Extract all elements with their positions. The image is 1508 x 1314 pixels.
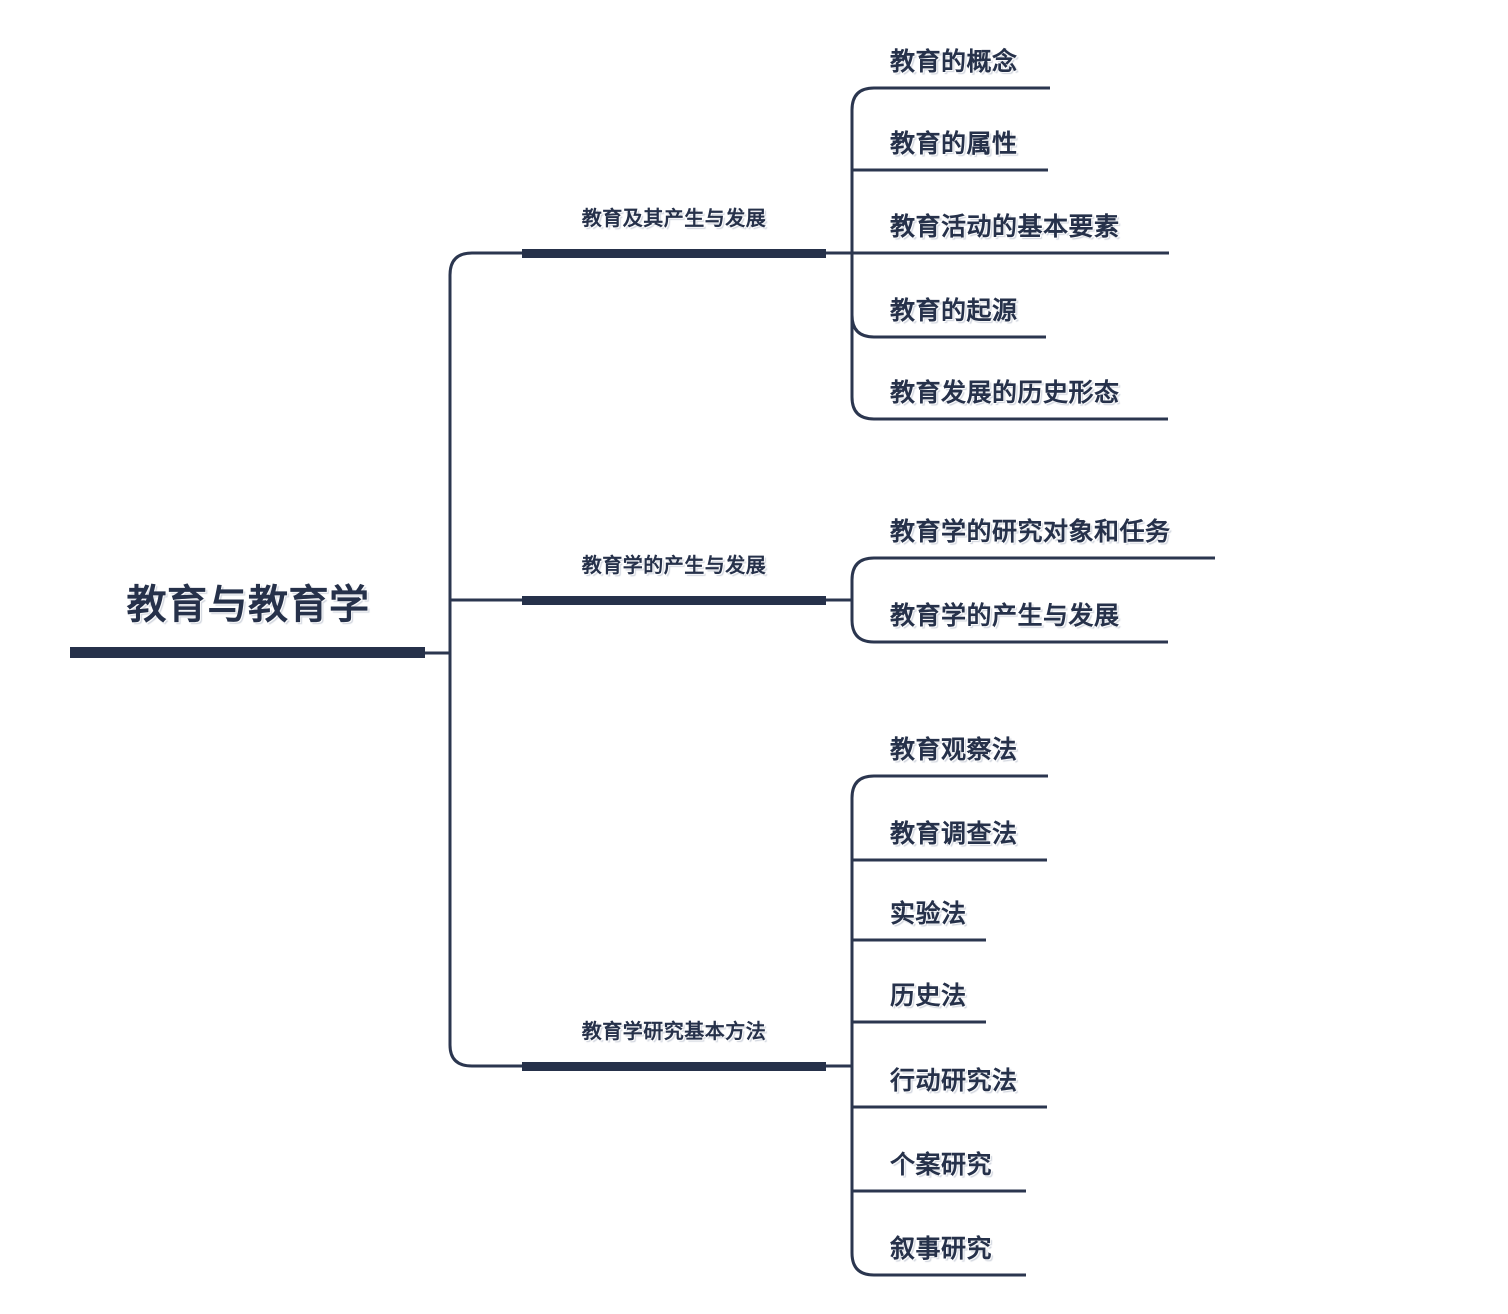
branch-node-bar-1	[522, 249, 826, 258]
leaf-node-label-2-1[interactable]: 教育学的研究对象和任务	[890, 519, 1171, 546]
root-node-label[interactable]: 教育与教育学	[126, 582, 370, 627]
branch-connector-1	[448, 251, 522, 276]
leaf-node-label-1-5[interactable]: 教育发展的历史形态	[890, 380, 1120, 407]
branch-node-bar-3	[522, 1062, 826, 1071]
leaf-connector-1-1	[850, 86, 1050, 111]
leaf-node-label-3-7[interactable]: 叙事研究	[890, 1236, 993, 1263]
branch-node-bar-2	[522, 596, 826, 605]
leaf-node-label-1-3[interactable]: 教育活动的基本要素	[890, 214, 1120, 241]
leaf-node-label-3-1[interactable]: 教育观察法	[890, 737, 1018, 764]
root-node-bar	[70, 647, 425, 658]
leaf-node-label-1-2[interactable]: 教育的属性	[890, 131, 1018, 158]
leaf-node-label-3-3[interactable]: 实验法	[890, 901, 967, 928]
branch-connector-3	[448, 1044, 522, 1068]
branch-node-label-2[interactable]: 教育学的产生与发展	[581, 555, 767, 577]
leaf-connector-2-2	[850, 619, 1168, 644]
leaf-node-label-1-1[interactable]: 教育的概念	[890, 49, 1018, 76]
leaf-connector-1-4	[850, 314, 1046, 339]
leaf-node-label-1-4[interactable]: 教育的起源	[890, 298, 1018, 325]
leaf-node-label-3-5[interactable]: 行动研究法	[890, 1068, 1018, 1095]
leaf-connector-3-7	[850, 1252, 1026, 1277]
leaf-connector-3-1	[850, 774, 1048, 799]
branch-node-label-3[interactable]: 教育学研究基本方法	[581, 1021, 767, 1043]
leaf-connector-2-1	[850, 556, 1215, 581]
leaf-node-label-3-4[interactable]: 历史法	[890, 983, 967, 1010]
leaf-node-label-3-2[interactable]: 教育调查法	[890, 821, 1018, 848]
branch-node-label-1[interactable]: 教育及其产生与发展	[581, 208, 767, 230]
leaf-node-label-3-6[interactable]: 个案研究	[890, 1152, 993, 1179]
leaf-node-label-2-2[interactable]: 教育学的产生与发展	[890, 603, 1120, 630]
leaf-connector-1-5	[850, 396, 1168, 421]
